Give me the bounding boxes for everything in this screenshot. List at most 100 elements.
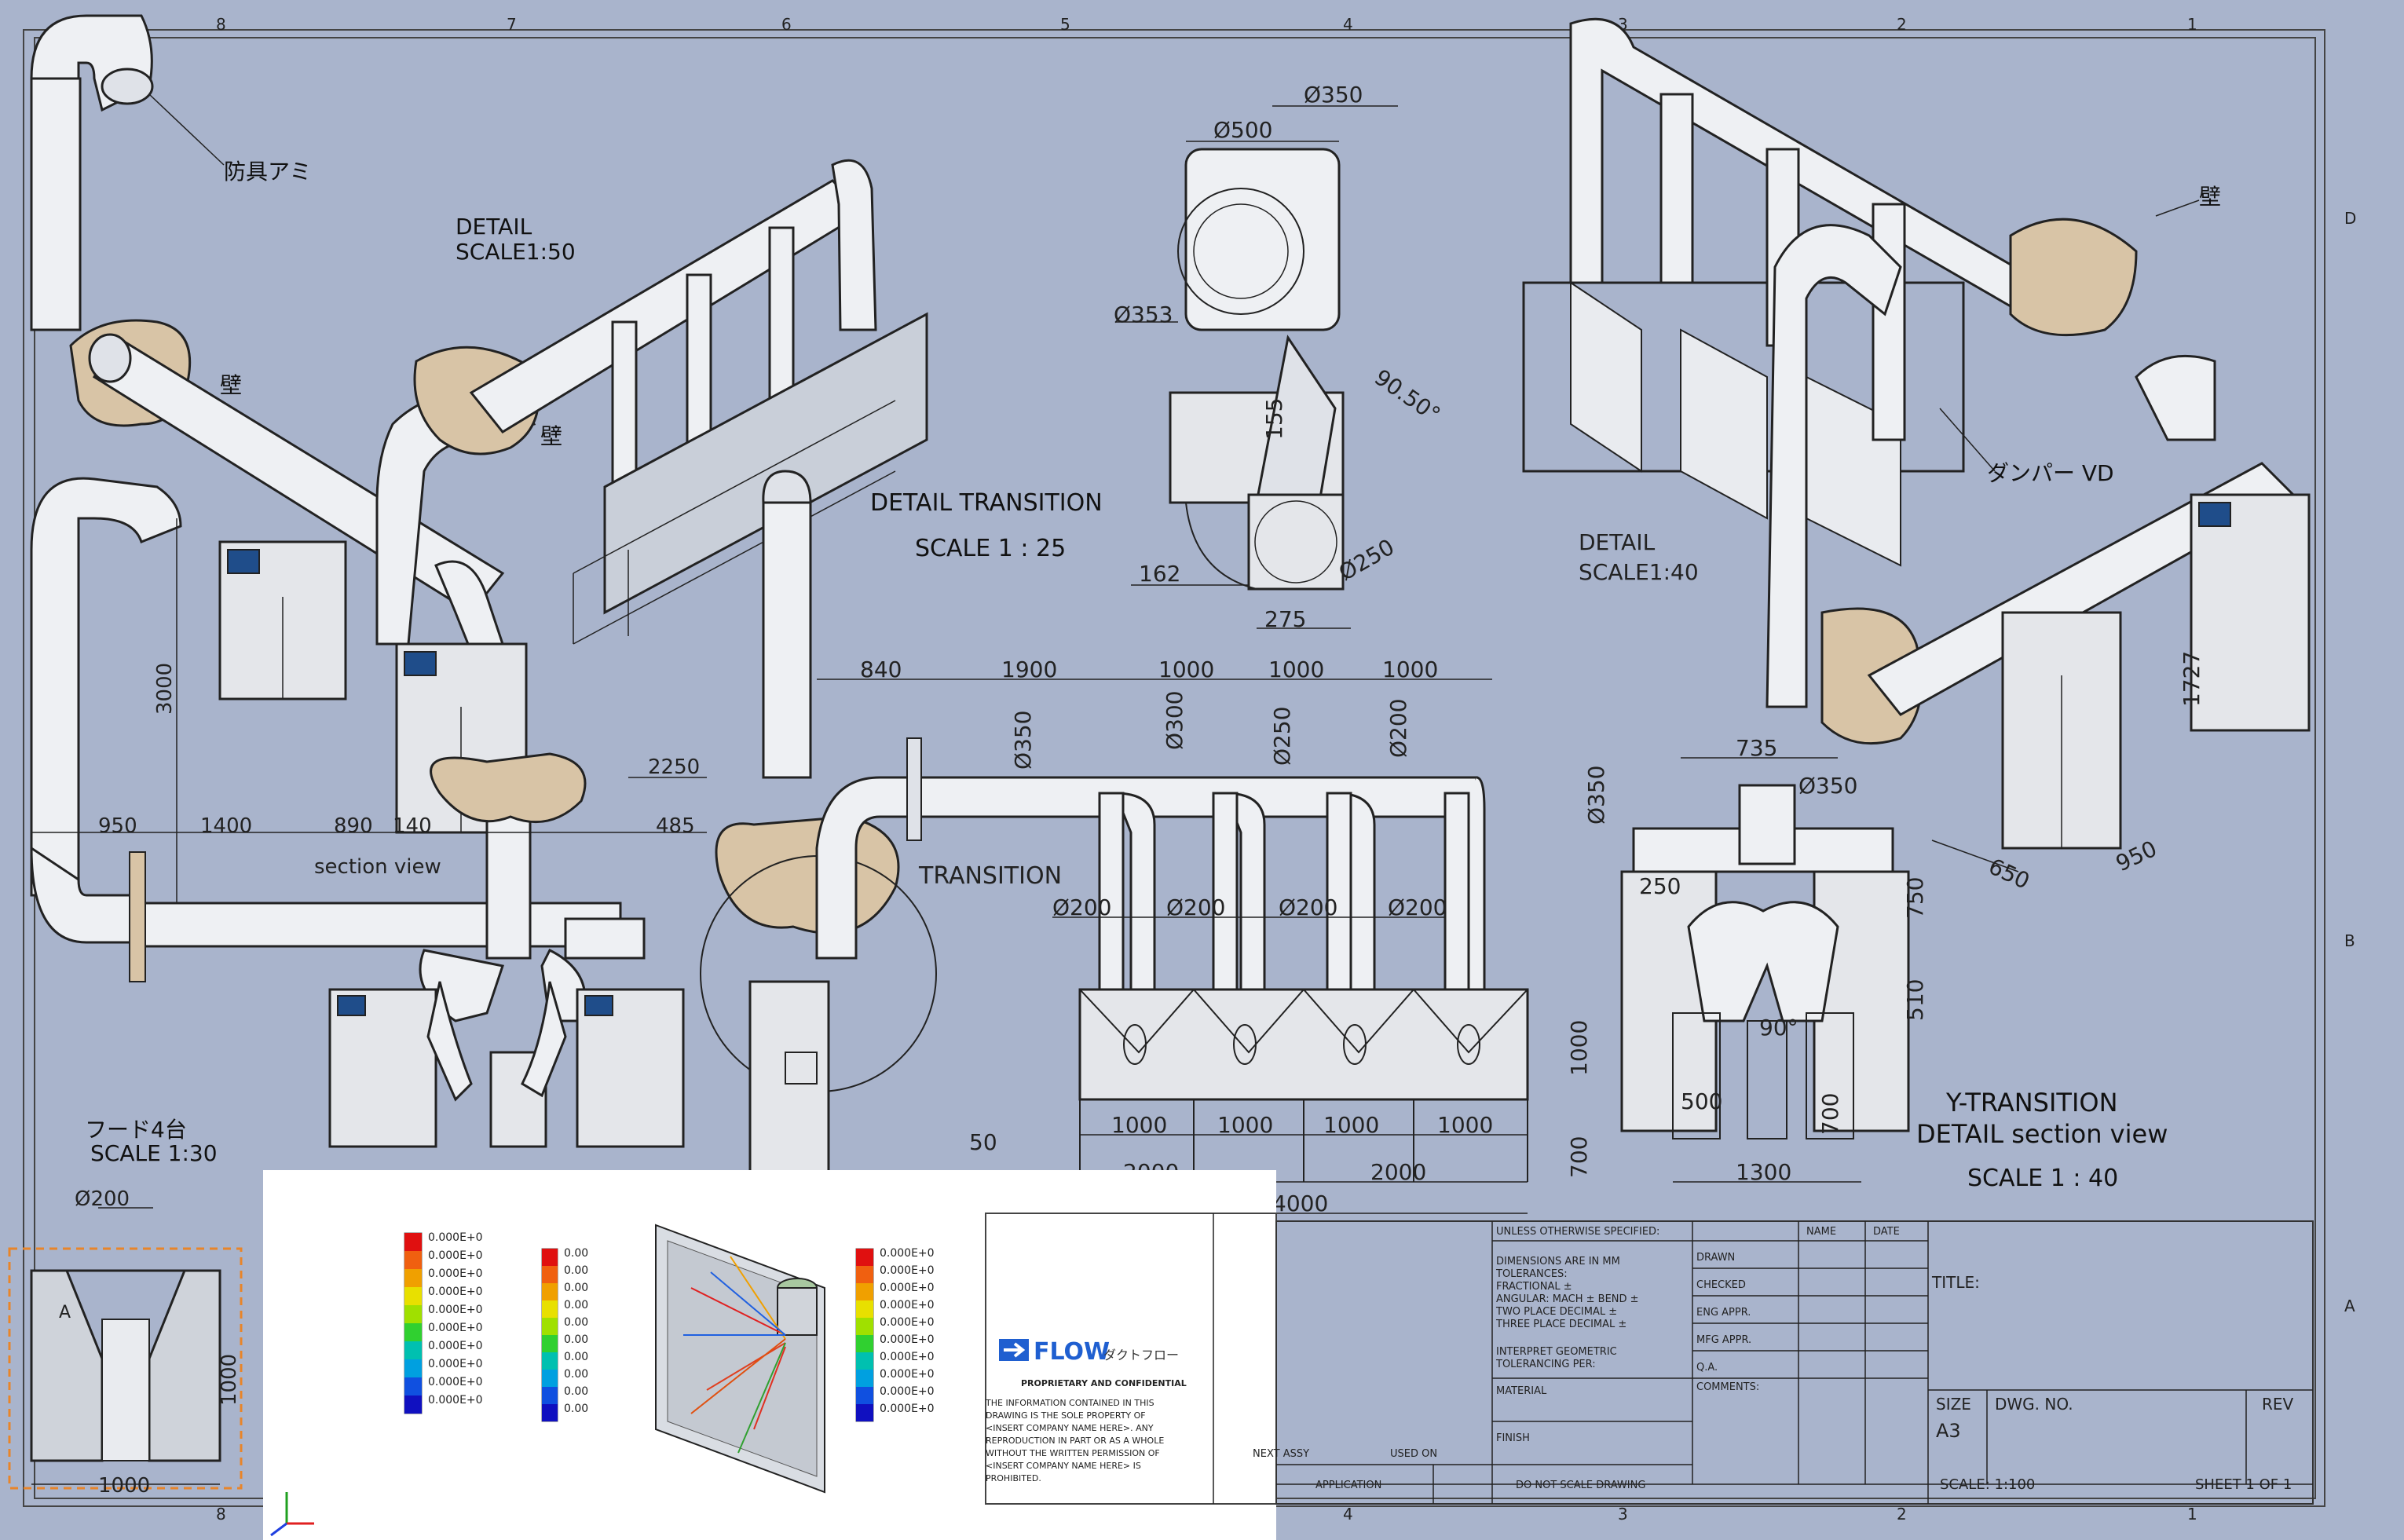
legend-2-v9: 0.00 <box>564 1403 588 1415</box>
proprietary-line-3: <INSERT COMPANY NAME HERE>. ANY <box>986 1423 1154 1433</box>
zone-col-5: 5 <box>1060 15 1070 34</box>
dim-front-1000-b: 1000 <box>1268 657 1324 682</box>
zone-col-1-b: 1 <box>2187 1505 2197 1524</box>
dim-hood-w1000: 1000 <box>98 1474 150 1498</box>
dim-front-w2000-b: 2000 <box>1370 1159 1426 1185</box>
y-transition-view <box>1620 784 1910 1139</box>
dim-y-d350b: Ø350 <box>1798 773 1857 799</box>
dim-front-h700: 700 <box>1566 1136 1592 1178</box>
hood-view-title: フード4台 <box>85 1117 187 1143</box>
flow-simulation-render <box>655 1224 825 1494</box>
tb-dwg-no: DWG. NO. <box>1995 1395 2073 1414</box>
dim-iso-1727: 1727 <box>2179 651 2205 707</box>
tb-dims-1: TOLERANCES: <box>1495 1268 1568 1280</box>
tb-dims-4: TWO PLACE DECIMAL ± <box>1495 1306 1617 1318</box>
dim-d353: Ø353 <box>1114 302 1173 327</box>
tb-dims-2: FRACTIONAL ± <box>1496 1281 1572 1293</box>
proprietary-heading: PROPRIETARY AND CONFIDENTIAL <box>1021 1378 1187 1388</box>
front-view <box>700 470 1529 1182</box>
zone-row-d: D <box>2344 209 2356 228</box>
dim-front-b2: 1000 <box>1217 1112 1273 1138</box>
legend-2-labels: 0.00 0.00 0.00 0.00 0.00 0.00 0.00 0.00 … <box>564 1247 588 1415</box>
legend-3-v3: 0.000E+0 <box>880 1299 935 1311</box>
y-transition-labels: Y-TRANSITION DETAIL section view SCALE 1… <box>1916 1088 2168 1192</box>
callout-wall-3: 壁 <box>2199 184 2221 210</box>
dim-branch-3: Ø200 <box>1279 894 1337 920</box>
dim-d350: Ø350 <box>1304 82 1363 108</box>
zone-col-4: 4 <box>1343 15 1353 34</box>
callout-wall-2: 壁 <box>540 423 562 449</box>
tb-interpret-0: INTERPRET GEOMETRIC <box>1496 1346 1617 1358</box>
detail-40-scale: SCALE1:40 <box>1579 559 1699 585</box>
callout-damper: ダンパー VD <box>1987 460 2114 486</box>
dim-2250: 2250 <box>648 755 700 779</box>
proprietary-line-7: PROHIBITED. <box>986 1473 1041 1483</box>
detail-40-title: DETAIL <box>1579 529 1656 555</box>
tb-qa: Q.A. <box>1696 1362 1718 1374</box>
axis-triad-icon <box>270 1492 314 1537</box>
legend-3-v2: 0.000E+0 <box>880 1282 935 1294</box>
tb-finish: FINISH <box>1496 1432 1530 1444</box>
legend-1-v8: 0.000E+0 <box>428 1376 483 1388</box>
zone-col-6: 6 <box>781 15 792 34</box>
zone-col-7: 7 <box>507 15 517 34</box>
dim-140: 140 <box>393 814 432 838</box>
legend-2-v0: 0.00 <box>564 1247 588 1260</box>
zone-row-a: A <box>2344 1297 2355 1315</box>
legend-2-v3: 0.00 <box>564 1299 588 1311</box>
dim-y-250: 250 <box>1639 873 1681 899</box>
proprietary-line-5: WITHOUT THE WRITTEN PERMISSION OF <box>986 1448 1160 1458</box>
callout-wall-1: 壁 <box>220 372 242 398</box>
tb-size-label: SIZE <box>1936 1395 1971 1414</box>
dim-y-700: 700 <box>1817 1093 1843 1135</box>
legend-1-v4: 0.000E+0 <box>428 1304 483 1316</box>
tb-dims-5: THREE PLACE DECIMAL ± <box>1495 1319 1626 1330</box>
proprietary-notice: PROPRIETARY AND CONFIDENTIAL THE INFORMA… <box>985 1378 1187 1483</box>
legend-2-v7: 0.00 <box>564 1368 588 1381</box>
dim-front-d300: Ø300 <box>1162 691 1187 750</box>
legend-1-v2: 0.000E+0 <box>428 1267 483 1280</box>
zone-col-3-b: 3 <box>1618 1505 1628 1524</box>
legend-2-v2: 0.00 <box>564 1282 588 1294</box>
detail-transition-labels: DETAIL TRANSITION SCALE 1 : 25 <box>870 489 1103 562</box>
dim-branch-1: Ø200 <box>1052 894 1111 920</box>
legend-1-v3: 0.000E+0 <box>428 1286 483 1298</box>
dim-front-b1: 1000 <box>1111 1112 1167 1138</box>
legend-bar-3 <box>855 1248 874 1422</box>
y-transition-title: Y-TRANSITION <box>1945 1088 2118 1118</box>
flow-logo: FLOW ダクトフロー <box>999 1338 1179 1366</box>
legend-2-v8: 0.00 <box>564 1385 588 1398</box>
legend-2-v6: 0.00 <box>564 1351 588 1363</box>
hood-view-scale: SCALE 1:30 <box>90 1140 218 1166</box>
tb-used-on: USED ON <box>1390 1448 1437 1460</box>
tb-application: APPLICATION <box>1315 1480 1381 1491</box>
tb-comments: COMMENTS: <box>1696 1381 1759 1393</box>
detail-transition-view <box>1169 148 1345 591</box>
flow-kana: ダクトフロー <box>1103 1348 1179 1363</box>
detail-transition-scale: SCALE 1 : 25 <box>915 535 1066 562</box>
legend-1-v7: 0.000E+0 <box>428 1358 483 1370</box>
zone-col-2: 2 <box>1897 15 1907 34</box>
tb-dims-0: DIMENSIONS ARE IN MM <box>1496 1256 1620 1267</box>
legend-3-v5: 0.000E+0 <box>880 1333 935 1346</box>
dims-left: 3000 950 1400 890 140 2250 485 section v… <box>31 518 707 903</box>
hood-view-labels: フード4台 SCALE 1:30 <box>85 1117 218 1166</box>
dim-162: 162 <box>1139 561 1180 587</box>
detail-50-scale: SCALE1:50 <box>456 239 576 265</box>
dim-front-840: 840 <box>860 657 902 682</box>
iso-view-middle <box>375 159 928 646</box>
legend-3-v6: 0.000E+0 <box>880 1351 935 1363</box>
title-block-text: UNLESS OTHERWISE SPECIFIED: NAME DATE DI… <box>1253 1226 2294 1493</box>
tb-mfg-appr: MFG APPR. <box>1696 1334 1751 1346</box>
dim-y-1300: 1300 <box>1736 1159 1791 1185</box>
tb-drawn: DRAWN <box>1696 1252 1735 1264</box>
proprietary-line-1: THE INFORMATION CONTAINED IN THIS <box>985 1398 1154 1408</box>
dim-hood-d200: Ø200 <box>75 1187 130 1211</box>
zone-col-1: 1 <box>2187 15 2197 34</box>
tb-scale: SCALE: 1:100 <box>1940 1476 2035 1493</box>
dim-branch-4: Ø200 <box>1388 894 1447 920</box>
dim-y-510: 510 <box>1902 979 1928 1021</box>
dim-branch-2: Ø200 <box>1166 894 1225 920</box>
tb-title: TITLE: <box>1931 1273 1980 1292</box>
